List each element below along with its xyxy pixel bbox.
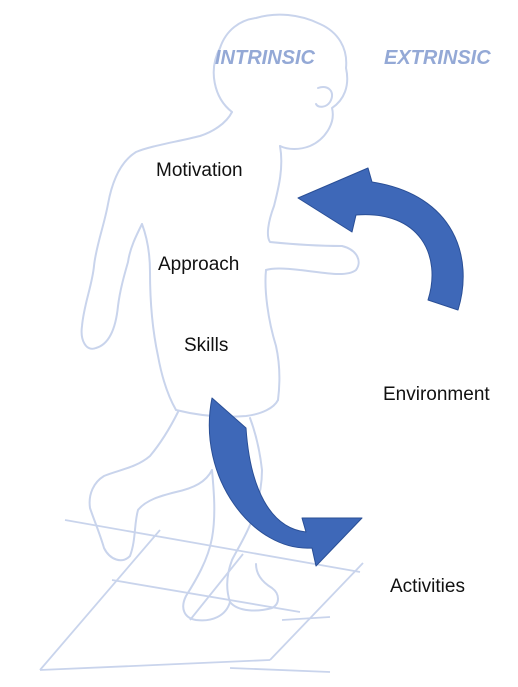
label-motivation: Motivation	[156, 160, 243, 181]
heading-intrinsic: INTRINSIC	[215, 47, 315, 69]
child-ear	[315, 86, 334, 108]
label-environment: Environment	[383, 384, 490, 405]
child-head	[212, 13, 349, 150]
child-back-edge	[141, 223, 177, 411]
label-activities: Activities	[390, 576, 465, 597]
child-front-leg-inner	[182, 469, 231, 622]
curved-arrow-top	[297, 167, 464, 311]
curved-arrow-bottom	[208, 397, 363, 567]
label-skills: Skills	[184, 335, 229, 356]
child-front-leg	[226, 417, 279, 612]
child-front-arm	[265, 145, 360, 276]
heading-extrinsic: EXTRINSIC	[384, 47, 491, 69]
child-torso	[80, 111, 233, 350]
label-approach: Approach	[158, 254, 240, 275]
floor-grid	[39, 519, 364, 673]
child-figure-outline	[80, 13, 360, 622]
child-front-edge	[264, 269, 281, 401]
child-back-leg	[88, 411, 213, 562]
child-shorts	[175, 399, 279, 418]
